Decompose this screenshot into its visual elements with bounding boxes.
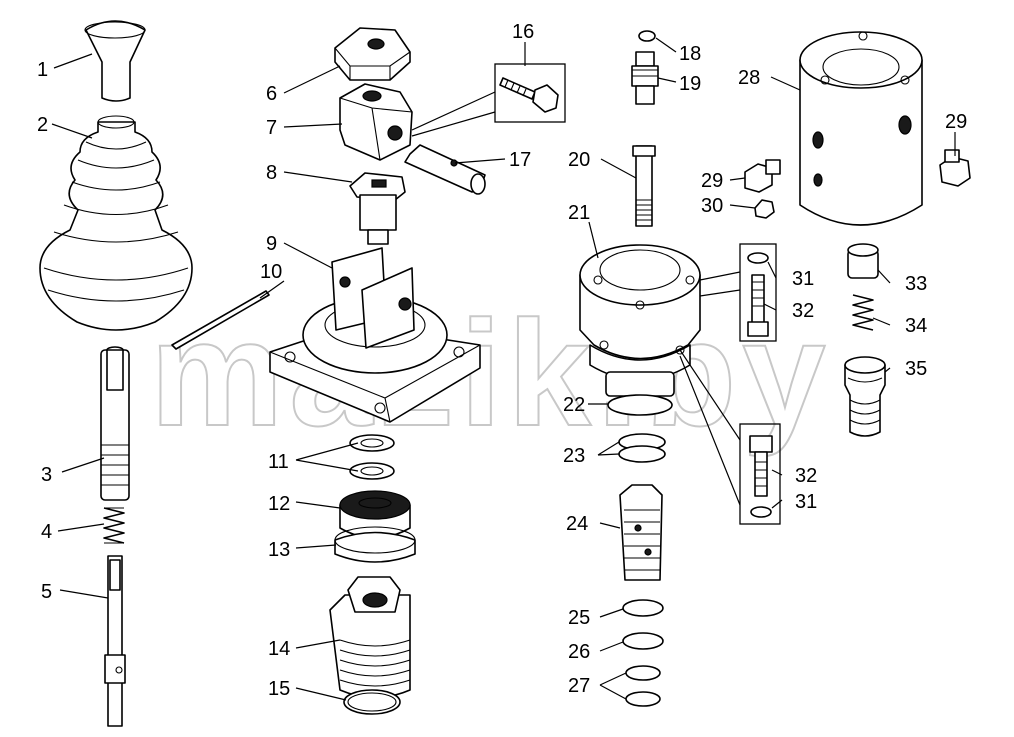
callout-11: 11: [268, 451, 289, 473]
part-4-spring: [103, 507, 125, 544]
part-28-body: [799, 31, 923, 226]
callout-4: 4: [41, 521, 52, 543]
part-11-washers: [349, 434, 395, 480]
callout-6: 6: [266, 83, 277, 105]
part-35-fitting: [844, 356, 886, 437]
callout-14: 14: [268, 638, 290, 660]
part-29-plug-right: [939, 149, 971, 187]
callout-31-top: 31: [792, 268, 814, 290]
callout-5: 5: [41, 581, 52, 603]
part-22-oring: [607, 394, 673, 416]
part-31-32-top-box: [739, 243, 777, 342]
part-17-pin: [404, 144, 486, 195]
callout-30: 30: [701, 195, 723, 217]
part-30-screw: [754, 199, 775, 219]
callout-33: 33: [905, 273, 927, 295]
part-31-washer-top: [747, 252, 769, 264]
callout-32-top: 32: [792, 300, 814, 322]
callout-23: 23: [563, 445, 585, 467]
part-16-box: [494, 63, 566, 123]
part-10-pin: [171, 290, 270, 350]
part-16-bolt: [499, 77, 559, 113]
callout-13: 13: [268, 539, 290, 561]
callout-1: 1: [37, 59, 48, 81]
callout-35: 35: [905, 358, 927, 380]
callout-3: 3: [41, 464, 52, 486]
part-1-knob: [84, 20, 146, 102]
part-31-washer-bottom: [750, 506, 772, 518]
part-3-shaft: [100, 346, 130, 501]
part-15-oring: [343, 689, 401, 715]
callout-22: 22: [563, 394, 585, 416]
part-23-orings: [618, 433, 666, 463]
part-18-washer: [638, 30, 656, 42]
callout-18: 18: [679, 43, 701, 65]
part-7-block: [339, 83, 413, 161]
part-27-orings: [625, 665, 661, 707]
callout-9: 9: [266, 233, 277, 255]
part-14-plug: [329, 576, 411, 699]
callout-7: 7: [266, 117, 277, 139]
part-32-bolt-top: [747, 274, 769, 337]
part-13-ring: [334, 526, 416, 563]
part-26-oring: [622, 632, 664, 650]
callout-labels: 1 2 3 4 5 6 7 8 9 10 11 12 13 14 15 16 1…: [37, 21, 967, 700]
part-20-stem: [632, 145, 656, 227]
part-32-bolt-bottom: [749, 435, 773, 497]
callout-31-bottom: 31: [795, 491, 817, 513]
callout-10: 10: [260, 261, 282, 283]
callout-17: 17: [509, 149, 531, 171]
callout-34: 34: [905, 315, 927, 337]
part-8-pivot: [349, 172, 406, 245]
callout-26: 26: [568, 641, 590, 663]
callout-21: 21: [568, 202, 590, 224]
callout-28: 28: [738, 67, 760, 89]
leader-lines: [51, 37, 956, 701]
part-25-oring: [622, 599, 664, 617]
part-29-plug-left: [744, 159, 781, 193]
part-2-rubber-boot: [39, 115, 193, 331]
watermark-text: mazik.by: [150, 289, 832, 457]
callout-32-bottom: 32: [795, 465, 817, 487]
callout-19: 19: [679, 73, 701, 95]
callout-29-left: 29: [701, 170, 723, 192]
callout-25: 25: [568, 607, 590, 629]
part-19-valve: [631, 51, 659, 105]
callout-20: 20: [568, 149, 590, 171]
part-5-rod: [104, 555, 126, 727]
part-33-cap: [847, 243, 879, 279]
callout-2: 2: [37, 114, 48, 136]
callout-8: 8: [266, 162, 277, 184]
part-21-housing: [579, 244, 701, 397]
callout-15: 15: [268, 678, 290, 700]
callout-24: 24: [566, 513, 588, 535]
part-34-spring: [852, 294, 874, 331]
part-12-seal: [339, 490, 411, 539]
callout-12: 12: [268, 493, 290, 515]
callout-16: 16: [512, 21, 534, 43]
callout-27: 27: [568, 675, 590, 697]
part-9-base: [269, 247, 481, 423]
part-24-spool: [619, 484, 663, 581]
part-6-nut: [334, 27, 411, 81]
callout-29-right: 29: [945, 111, 967, 133]
